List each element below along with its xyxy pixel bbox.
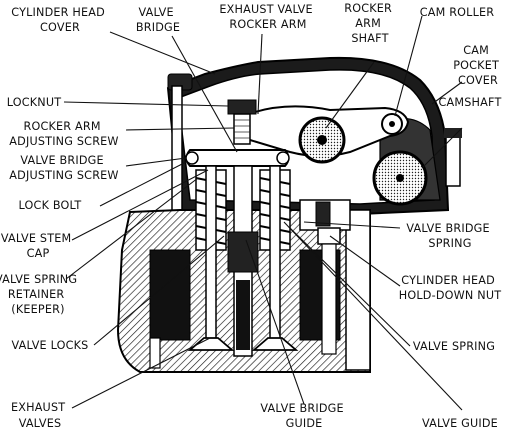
label-locknut: LOCKNUT	[7, 96, 62, 109]
label-cam-pocket-cover: CAM POCKET COVER	[453, 44, 503, 87]
label-lock-bolt: LOCK BOLT	[19, 199, 82, 212]
label-valve-bridge-guide: VALVE BRIDGE GUIDE	[260, 402, 347, 430]
label-rocker-arm-adjusting-screw: ROCKER ARM ADJUSTING SCREW	[9, 120, 118, 148]
label-exhaust-valve-rocker-arm: EXHAUST VALVE ROCKER ARM	[219, 3, 316, 31]
locknut	[227, 99, 257, 115]
labels: CYLINDER HEAD COVER VALVE BRIDGE EXHAUST…	[0, 2, 503, 430]
label-valve-bridge-spring: VALVE BRIDGE SPRING	[406, 222, 493, 250]
engine-illustration	[116, 56, 462, 373]
rocker-arm-adjusting-screw	[233, 113, 251, 145]
label-valve-spring-retainer: VALVE SPRING RETAINER (KEEPER)	[0, 273, 81, 316]
label-valve-guide: VALVE GUIDE	[422, 417, 498, 430]
label-cam-roller: CAM ROLLER	[420, 6, 495, 19]
label-rocker-arm-shaft: ROCKER ARM SHAFT	[344, 2, 396, 45]
label-cylinder-head-cover: CYLINDER HEAD COVER	[11, 6, 108, 34]
label-cylinder-head-hold-down-nut: CYLINDER HEAD HOLD-DOWN NUT	[399, 274, 502, 302]
label-valve-bridge-adjusting-screw: VALVE BRIDGE ADJUSTING SCREW	[9, 154, 118, 182]
valve-bridge	[185, 149, 290, 167]
label-camshaft: CAMSHAFT	[439, 96, 502, 109]
label-valve-locks: VALVE LOCKS	[12, 339, 89, 352]
leader-lines	[63, 15, 463, 411]
label-valve-bridge: VALVE BRIDGE	[136, 6, 180, 34]
label-exhaust-valves: EXHAUST VALVES	[11, 401, 69, 430]
label-valve-stem-cap: VALVE STEM CAP	[1, 232, 75, 260]
label-valve-spring: VALVE SPRING	[413, 340, 495, 353]
